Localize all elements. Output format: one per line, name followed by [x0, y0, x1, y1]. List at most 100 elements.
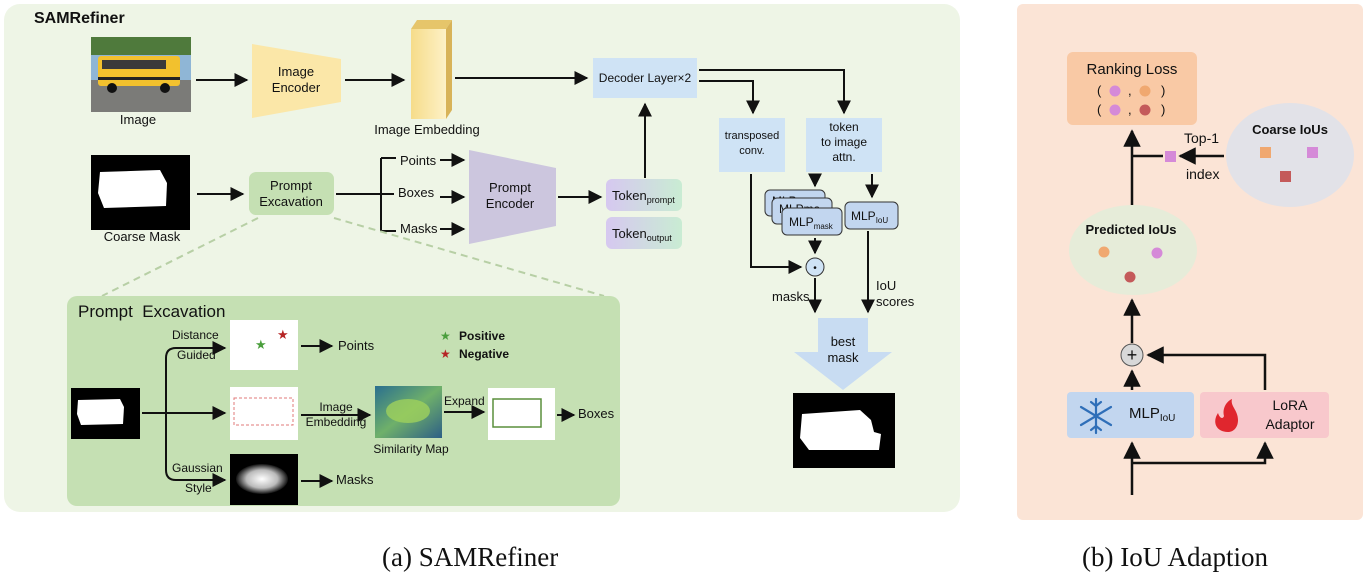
prompt-encoder-label: Encoder: [486, 196, 535, 211]
index-label: index: [1186, 166, 1219, 182]
image-encoder: [252, 44, 341, 118]
expanded-box-frame: [492, 398, 542, 428]
gaussian-style-label: Gaussian: [172, 461, 223, 475]
token-prompt-label: Tokenprompt: [612, 188, 675, 205]
gaussian-mask-blob: [236, 464, 288, 494]
zoom-guide-line: [101, 217, 259, 297]
token-to-image-attn-label: to image: [821, 135, 867, 149]
legend-positive-label: Positive: [459, 329, 505, 343]
prompt-encoder: [469, 150, 556, 244]
image-encoder-label: Image: [278, 64, 314, 79]
token-to-image-attn-label: token: [829, 120, 858, 134]
decoder-layer-label: Decoder Layer×2: [599, 71, 692, 85]
image-embedding-slab: [411, 20, 452, 119]
coarse-iou-dot-red: [1280, 171, 1291, 182]
selected-iou-square: [1165, 151, 1176, 162]
pe-box-image: [230, 387, 298, 440]
panel-a-arrows: [196, 69, 879, 314]
decoder-layer: [593, 58, 697, 98]
panel-b-caption: (b) IoU Adaption: [1082, 542, 1268, 572]
transposed-conv-label: transposed: [725, 130, 779, 142]
dot-product-node: [805, 257, 825, 277]
ranking-loss-box: [1067, 52, 1197, 125]
prompt-excavation-arrows: [142, 339, 576, 488]
input-image-label: Image: [120, 112, 156, 127]
ranking-loss-label: Ranking Loss: [1087, 61, 1178, 78]
panel-b-arrows: [1123, 129, 1274, 495]
mlp-mask-label: MLPmask: [789, 215, 834, 231]
ranking-pair-paren: (: [1097, 102, 1102, 117]
pe-boxes-label: Boxes: [578, 406, 615, 421]
gaussian-style-label: Style: [185, 481, 212, 495]
prompt-type-points: Points: [400, 153, 437, 168]
pe-masks-label: Masks: [336, 472, 374, 487]
ranking-pair-paren: ): [1161, 83, 1165, 98]
coarse-mask-label: Coarse Mask: [104, 229, 181, 244]
best-mask-label: best: [831, 334, 856, 349]
pe-box-dashed-region: [233, 397, 294, 426]
distance-guided-label: Distance: [172, 328, 219, 342]
image-encoder-label: Encoder: [272, 80, 321, 95]
similarity-map-label: Similarity Map: [373, 442, 449, 456]
ranking-pair-paren: ): [1161, 102, 1165, 117]
predicted-ious-ellipse: [1069, 205, 1197, 295]
iou-scores-label: scores: [876, 294, 915, 309]
coarse-iou-dot-pink: [1307, 147, 1318, 158]
add-node-symbol: +: [1127, 345, 1138, 365]
image-embedding-label: Image Embedding: [374, 122, 480, 137]
best-mask-arrow: [794, 318, 892, 390]
legend-negative-star-icon: ★: [440, 347, 451, 361]
token-output-label: Tokenoutput: [612, 226, 672, 243]
dot-product-symbol: •: [813, 263, 817, 274]
image-embedding-step-label: Embedding: [306, 415, 367, 429]
positive-star-icon: ★: [255, 338, 267, 353]
input-image: [91, 37, 191, 112]
ranking-dot-pink: [1109, 104, 1121, 116]
legend-positive-star-icon: ★: [440, 329, 451, 343]
lora-adaptor-label: Adaptor: [1265, 416, 1314, 432]
mlp-iou-frozen-label: MLPIoU: [1129, 405, 1175, 424]
prompt-excavation-box-label: Prompt: [270, 178, 312, 193]
token-output: [606, 217, 682, 249]
pe-input-mask-shape: [77, 399, 124, 425]
top1-label: Top-1: [1184, 130, 1219, 146]
transposed-conv: [719, 118, 785, 172]
snowflake-icon: [1079, 397, 1113, 435]
ranking-pair-comma: ,: [1128, 83, 1132, 98]
panel-a-title: SAMRefiner: [34, 10, 125, 27]
coarse-mask-shape: [98, 170, 167, 208]
add-node: [1120, 343, 1144, 367]
similarity-map-hotspot: [386, 399, 430, 423]
best-mask-shape: [800, 410, 881, 450]
prompt-excavation-box-label: Excavation: [259, 194, 323, 209]
zoom-guide-line: [333, 217, 605, 297]
mlp-iou-label: MLPIoU: [851, 209, 888, 225]
ranking-pair-paren: (: [1097, 83, 1102, 98]
coarse-ious-label: Coarse IoUs: [1252, 122, 1328, 137]
coarse-ious-ellipse: [1226, 103, 1354, 207]
ranking-dot-orange: [1139, 85, 1151, 97]
predicted-iou-dot-orange: [1098, 246, 1110, 258]
masks-output-label: masks: [772, 289, 810, 304]
negative-star-icon: ★: [277, 328, 289, 343]
token-prompt: [606, 179, 682, 211]
mlp-mask: [781, 207, 843, 236]
prompt-encoder-label: Prompt: [489, 180, 531, 195]
expanded-box-image: [488, 388, 555, 440]
token-to-image-attn-label: attn.: [832, 150, 855, 164]
lora-adaptor-label: LoRA: [1272, 397, 1308, 413]
prompt-excavation-box: [249, 172, 334, 215]
coarse-iou-dot-orange: [1260, 147, 1271, 158]
expand-label: Expand: [444, 394, 485, 408]
predicted-iou-dot-red: [1124, 271, 1136, 283]
prompt-type-masks: Masks: [400, 221, 438, 236]
prompt-excavation-title: Prompt Excavation: [78, 302, 225, 321]
pe-points-label: Points: [338, 338, 375, 353]
predicted-iou-dot-pink: [1151, 247, 1163, 259]
prompt-type-boxes: Boxes: [398, 185, 435, 200]
ranking-pair-comma: ,: [1128, 102, 1132, 117]
token-to-image-attn: [806, 118, 882, 172]
iou-scores-label: IoU: [876, 278, 896, 293]
panel-a-caption: (a) SAMRefiner: [382, 542, 559, 572]
